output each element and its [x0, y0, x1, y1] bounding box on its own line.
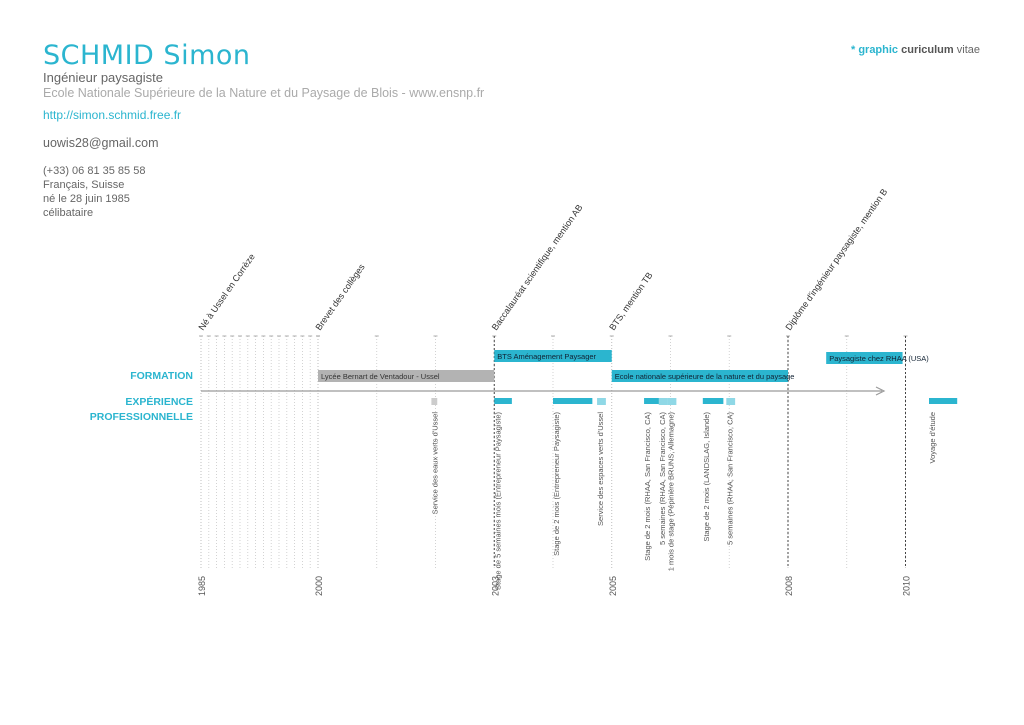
nationality-text: Français, Suisse — [43, 179, 125, 191]
email-text: uowis28@gmail.com — [43, 136, 159, 150]
formation-bar-label: Lycée Bernart de Ventadour - Ussel — [321, 372, 440, 381]
milestone-label: Né à Ussel en Corrèze — [196, 252, 256, 332]
year-label: 1985 — [197, 576, 207, 596]
birthdate-text: né le 28 juin 1985 — [43, 193, 130, 205]
candidate-name: SCHMID Simon — [43, 40, 251, 71]
experience-bar — [658, 398, 668, 405]
experience-bar-label: Stage de 2 mois (LANDSLAG, Islande) — [702, 412, 711, 542]
milestone-label: BTS, mention TB — [607, 270, 654, 332]
experience-label-line1: EXPÉRIENCE — [125, 396, 193, 408]
tagline: * graphic curiculum vitae — [851, 44, 980, 56]
experience-bar-label: Service des eaux verts d'Ussel — [430, 412, 439, 515]
experience-bar-label: 5 semaines (RHAA, San Francisco, CA) — [725, 412, 734, 545]
milestone-label: Diplôme d'ingénieur paysagiste, mention … — [783, 187, 889, 332]
experience-bar-label: 5 semaines (RHAA, San Francisco, CA) — [658, 412, 667, 545]
year-label: 2000 — [314, 576, 324, 596]
formation-bar-label: BTS Aménagement Paysager — [497, 352, 596, 361]
year-label: 2010 — [902, 576, 912, 596]
formation-bar — [318, 370, 495, 382]
job-title: Ingénieur paysagiste — [43, 70, 163, 85]
formation-bar — [826, 352, 903, 364]
experience-bar-label: Voyage d'étude — [928, 412, 937, 463]
school-line: Ecole Nationale Supérieure de la Nature … — [43, 86, 485, 100]
experience-bar — [644, 398, 665, 404]
experience-bar — [702, 398, 724, 404]
phone-text: (+33) 06 81 35 85 58 — [43, 165, 146, 177]
experience-bar-label: Stage de 2 mois (RHAA, San Francisco, CA… — [643, 412, 652, 561]
marital-status-text: célibataire — [43, 207, 94, 219]
tagline-graphic: graphic — [858, 44, 899, 56]
axis-arrow-icon — [875, 386, 886, 396]
experience-bar — [553, 398, 593, 404]
experience-bar — [929, 398, 958, 404]
tagline-star: * — [850, 44, 856, 56]
year-label: 2008 — [784, 576, 794, 596]
experience-bar — [597, 398, 606, 405]
experience-label-line2: PROFESSIONNELLE — [89, 411, 193, 423]
experience-bar-label: Service des espaces verts d'Ussel — [596, 412, 605, 526]
experience-bar — [726, 398, 736, 405]
experience-bar-label: Stage de 2 mois (Entrepreneur Paysagiste… — [552, 412, 561, 556]
experience-bar-label: Stage de 5 semaines mois (Entrepreneur P… — [493, 412, 502, 591]
experience-bar — [494, 398, 512, 404]
tagline-curriculum: curiculum — [901, 44, 954, 56]
milestone-label: Brevet des collèges — [313, 262, 367, 332]
formation-label: FORMATION — [130, 370, 193, 382]
year-label: 2003 — [490, 576, 500, 596]
formation-bar-label: Ecole nationale supérieure de la nature … — [615, 372, 795, 381]
year-label: 2005 — [608, 576, 618, 596]
experience-bar — [667, 398, 677, 405]
formation-bar — [611, 370, 788, 382]
website-link[interactable]: http://simon.schmid.free.fr — [43, 108, 182, 122]
experience-bar — [431, 398, 438, 405]
milestone-label: Baccalauréat scientifique, mention AB — [490, 203, 585, 333]
formation-bar — [494, 350, 612, 362]
experience-bar-label: 1 mois de stage (Pépinière BRUNS, Allema… — [667, 412, 676, 572]
formation-bar-label: Paysagiste chez RHAA (USA) — [829, 354, 929, 363]
tagline-vitae: vitae — [956, 44, 980, 56]
